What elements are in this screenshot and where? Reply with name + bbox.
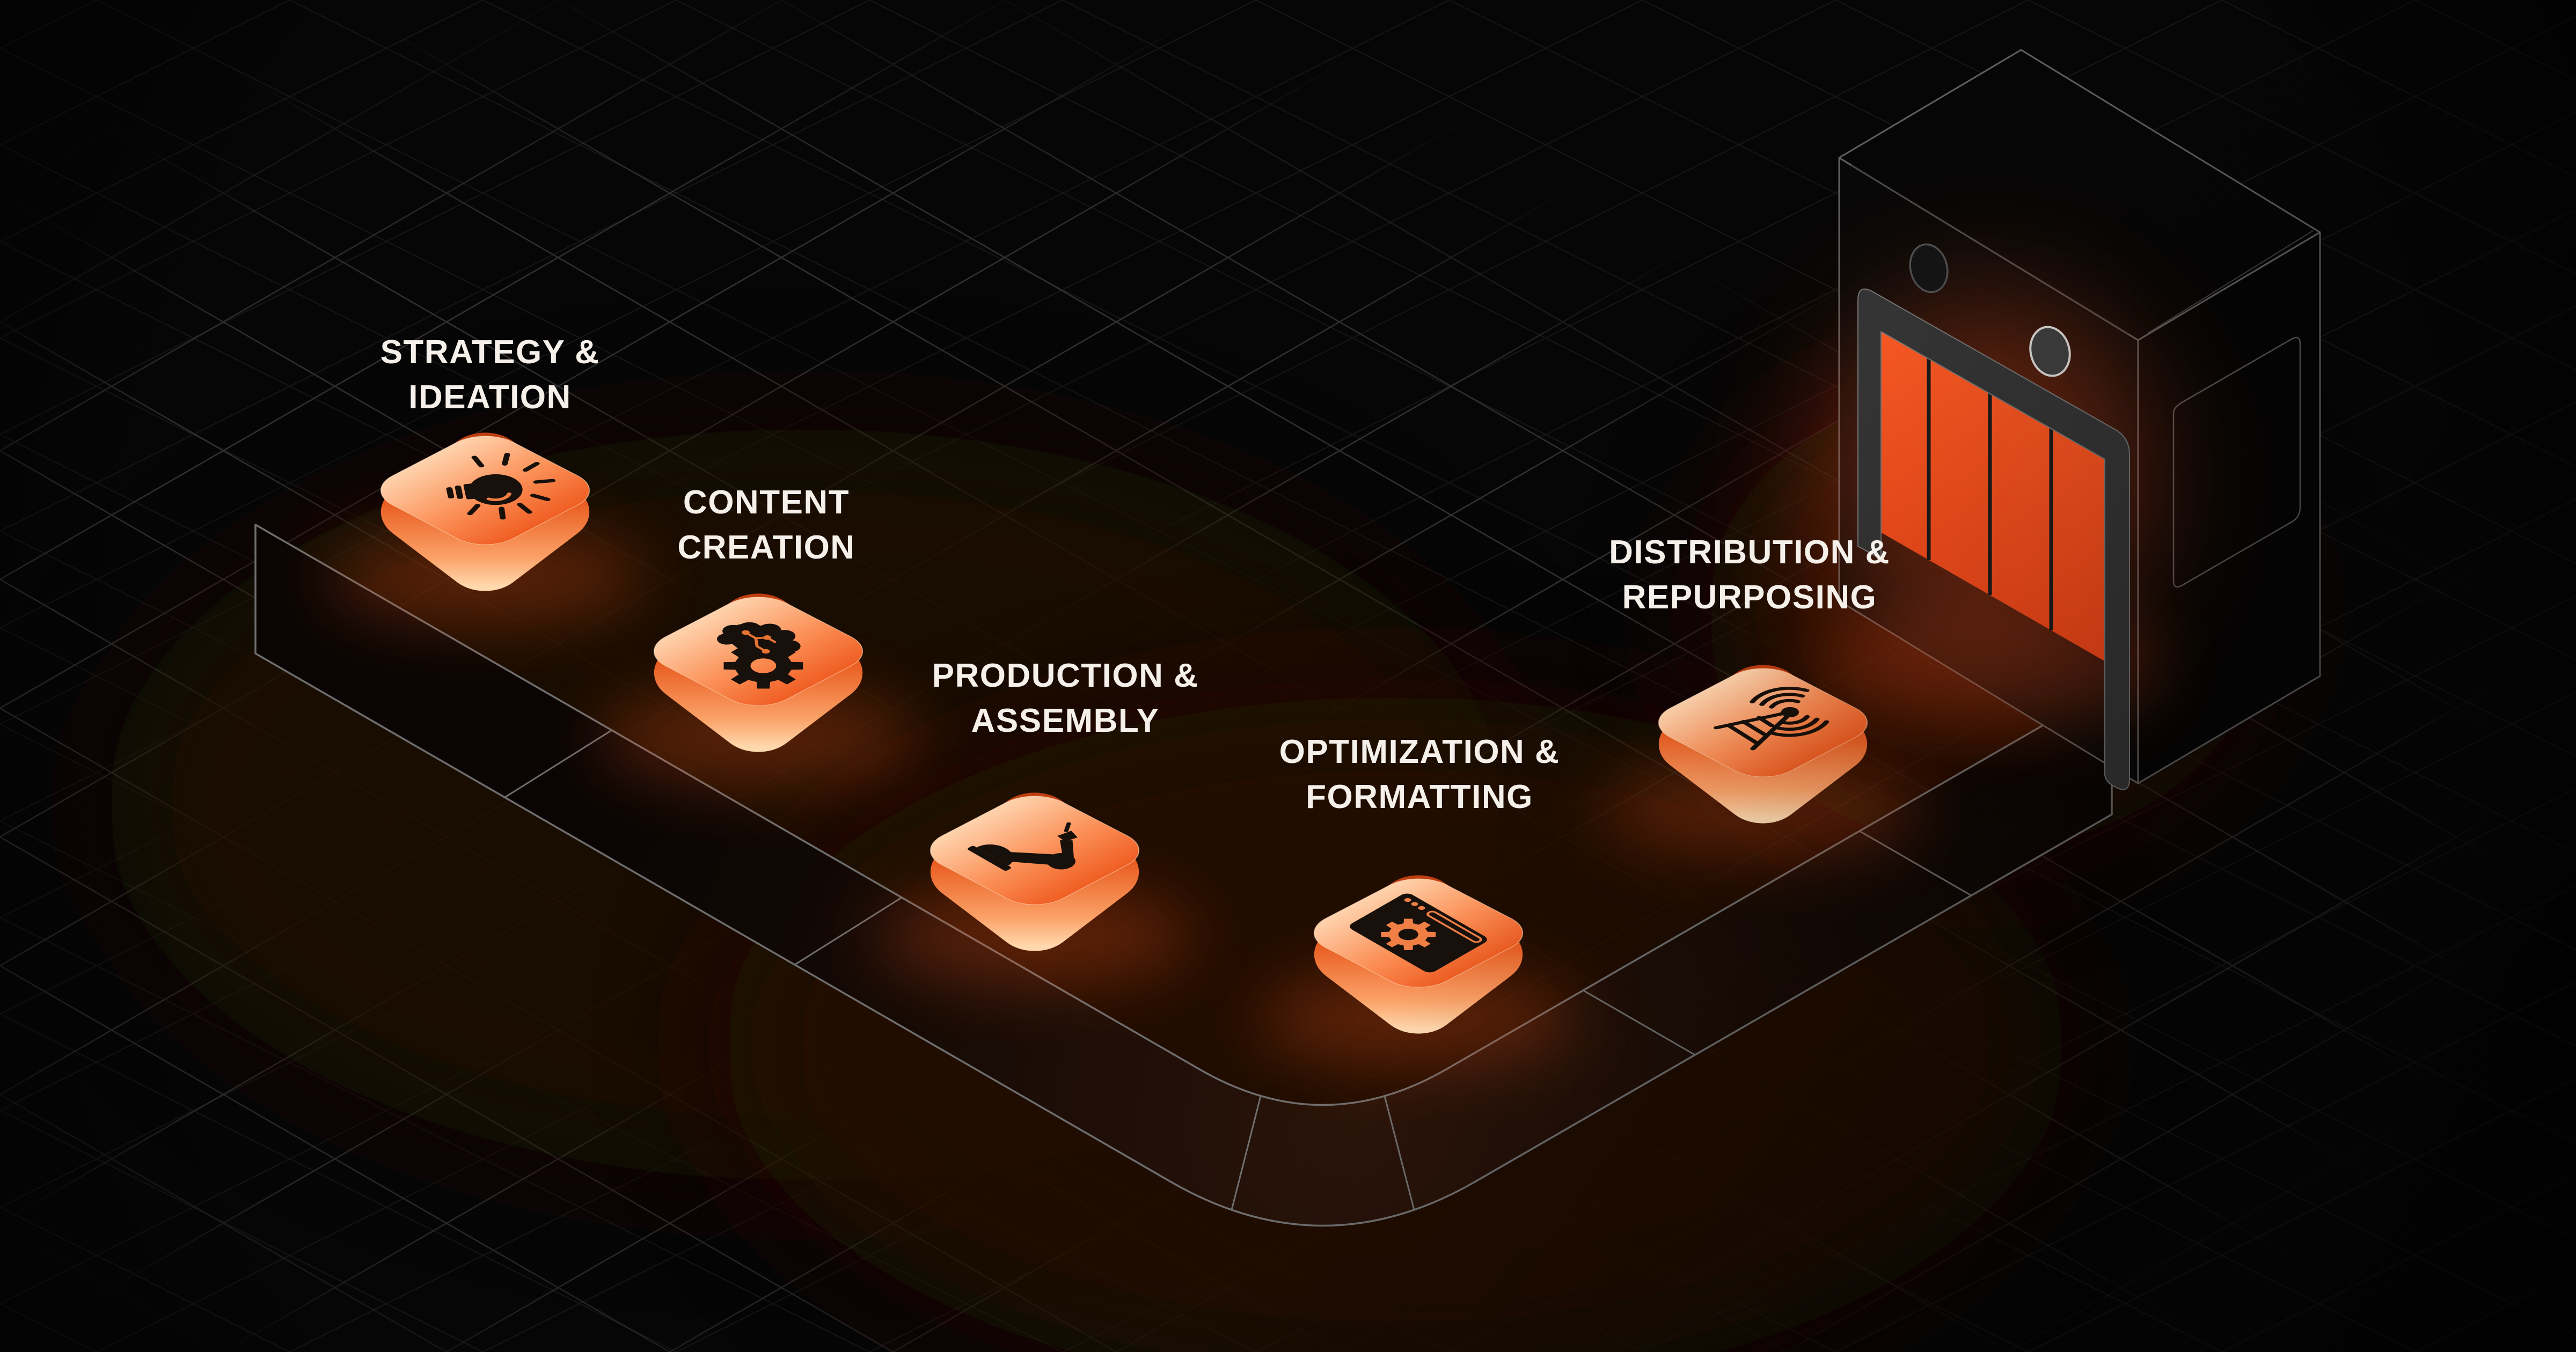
stage-label-line: CREATION	[509, 525, 1024, 570]
stage-label-line: CONTENT	[509, 480, 1024, 525]
stage-label-line: STRATEGY &	[232, 330, 748, 375]
stage-label-optimization-formatting: OPTIMIZATION & FORMATTING	[1162, 730, 1677, 820]
stage-label-line: OPTIMIZATION &	[1162, 730, 1677, 775]
stage-label-line: DISTRIBUTION &	[1492, 530, 2007, 575]
stage-label-distribution-repurposing: DISTRIBUTION & REPURPOSING	[1492, 530, 2007, 621]
stage-label-line: IDEATION	[232, 375, 748, 420]
stage-label-content-creation: CONTENT CREATION	[509, 480, 1024, 571]
stage-label-line: PRODUCTION &	[808, 653, 1323, 699]
stage-label-line: FORMATTING	[1162, 775, 1677, 820]
stage-label-line: REPURPOSING	[1492, 575, 2007, 620]
stage-label-strategy-ideation: STRATEGY & IDEATION	[232, 330, 748, 421]
